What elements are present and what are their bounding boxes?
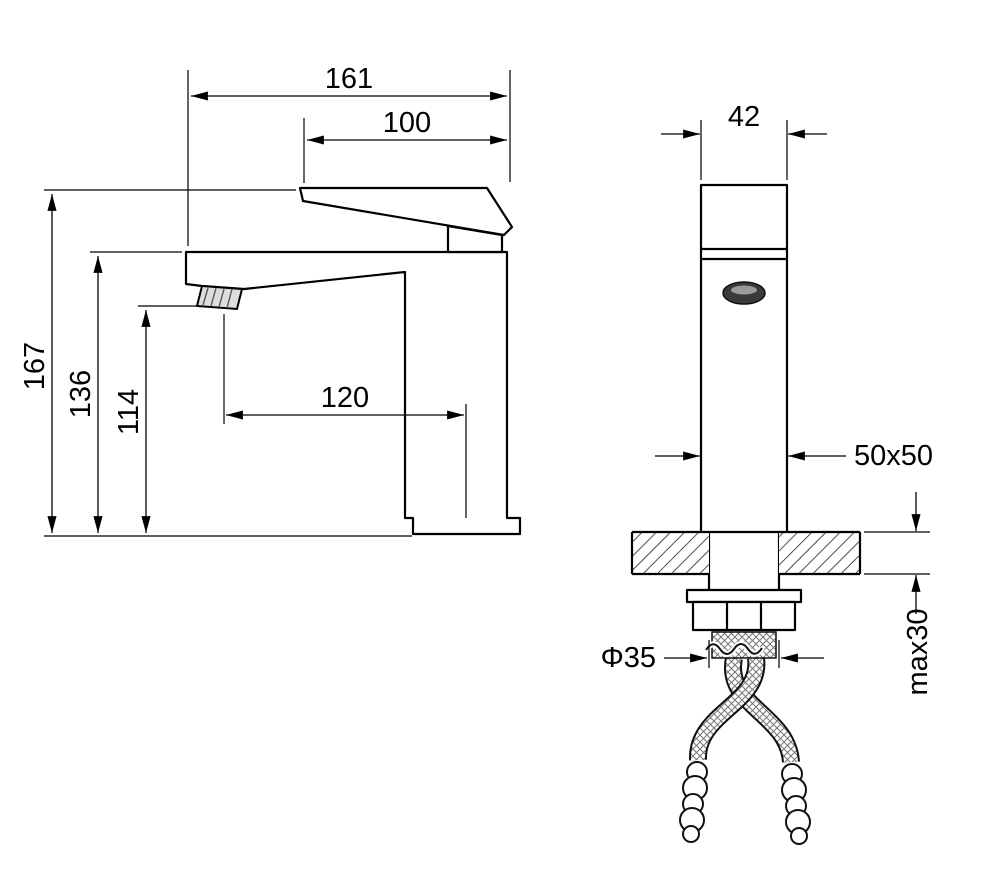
flex-hoses [679,631,811,845]
dimension-spout-height: 114 [113,305,196,533]
dimension-spout-reach: 120 [223,314,467,518]
front-view: 42 50x50 Φ35 max30 [601,101,934,845]
dimension-body-width: 42 [661,101,827,180]
countertop-section [630,530,862,576]
dim-120-label: 120 [321,382,369,414]
break-line [705,643,763,655]
dim-136-label: 136 [65,370,97,418]
hose-fitting-left [679,761,708,843]
dim-100-label: 100 [383,107,431,139]
dimension-overall-length: 161 [187,63,511,246]
dimension-overall-height: 167 [19,189,412,537]
side-view: 161 100 167 136 114 [19,63,522,537]
dimension-body-height: 136 [65,251,182,533]
dim-max30-label: max30 [902,608,934,695]
dim-161-label: 161 [325,63,373,95]
dimension-base-section: 50x50 [655,440,933,472]
lever-neck [446,224,504,254]
dim-50x50-label: 50x50 [854,440,933,472]
dim-phi35-label: Φ35 [601,642,656,674]
dim-42-label: 42 [728,101,760,133]
mounting-nut [685,588,803,632]
dimension-max-thickness: max30 [864,492,934,696]
dimension-handle-length: 100 [303,107,507,183]
aerator-side [195,284,244,311]
aerator-front [722,281,766,305]
lever-handle-side [298,186,514,237]
dim-114-label: 114 [113,389,145,435]
hose-fitting-right [781,763,811,845]
faucet-body-front [699,183,789,534]
dim-167-label: 167 [19,342,51,390]
dimension-mounting-hole: Φ35 [601,640,824,674]
